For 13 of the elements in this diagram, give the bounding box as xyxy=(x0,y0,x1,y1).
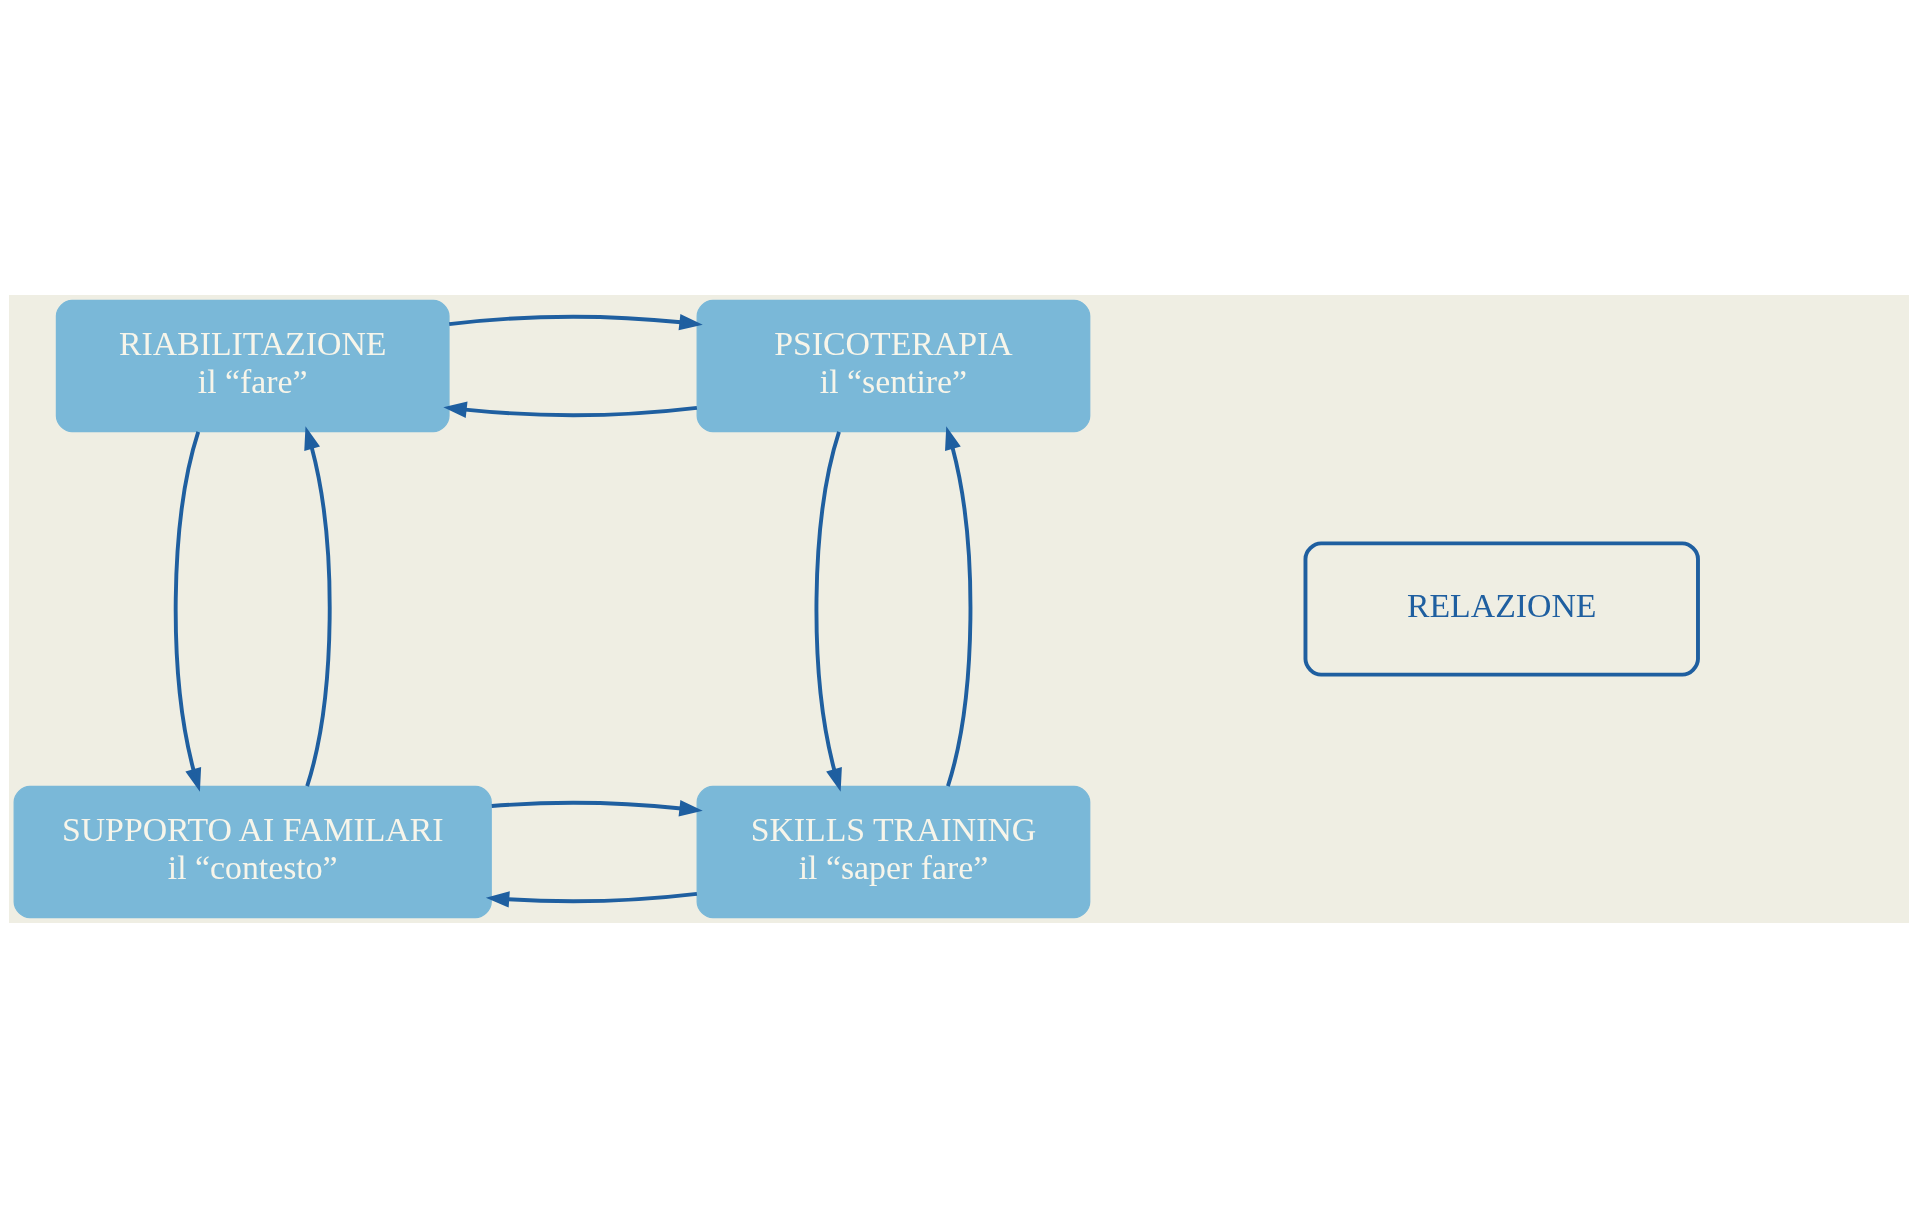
node-box: RELAZIONE xyxy=(1303,540,1700,677)
node-box: RIABILITAZIONE il “fare” xyxy=(55,299,450,432)
arrow xyxy=(944,425,972,787)
arrow xyxy=(485,890,697,908)
node-box: SKILLS TRAINING il “saper fare” xyxy=(696,785,1090,918)
arrow xyxy=(448,313,703,330)
arrow xyxy=(491,799,703,816)
arrow xyxy=(814,430,842,792)
arrow xyxy=(442,401,697,418)
node-box: SUPPORTO AI FAMILARI il “contesto” xyxy=(13,785,492,918)
arrow xyxy=(173,430,201,792)
node-box: PSICOTERAPIA il “sentire” xyxy=(696,299,1090,432)
arrow xyxy=(303,425,332,787)
